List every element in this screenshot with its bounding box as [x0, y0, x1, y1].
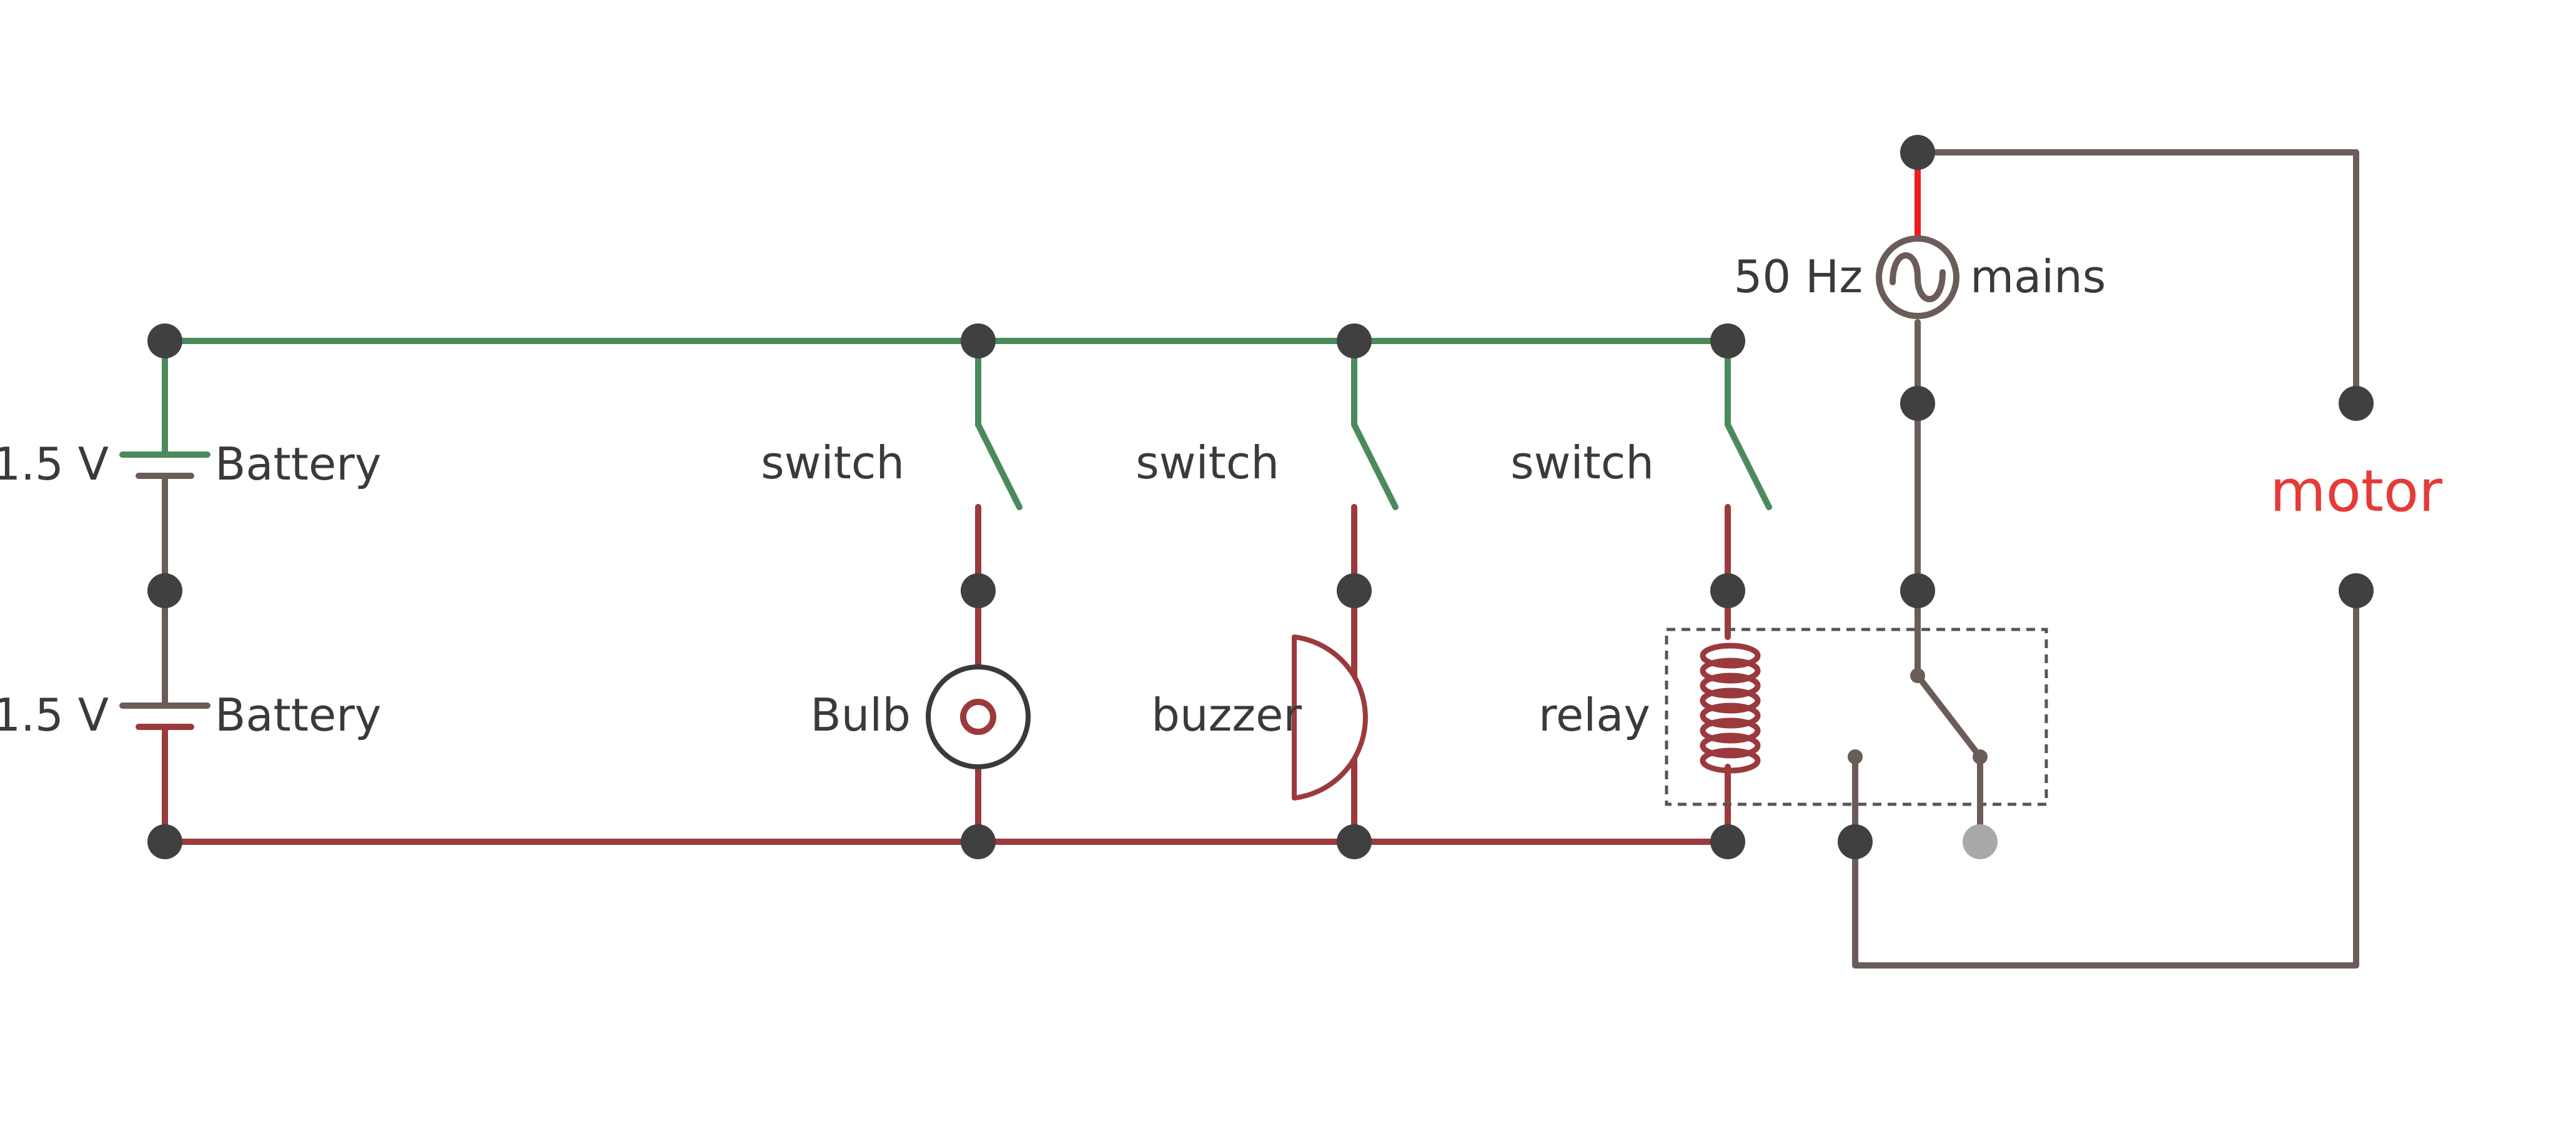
coil-loop	[1700, 643, 1761, 669]
relay-housing	[1665, 628, 2048, 806]
switch2-label: switch	[1136, 436, 1279, 489]
buzzer-icon	[1292, 634, 1368, 801]
switch1-label: switch	[761, 436, 904, 489]
inactive-terminal-node	[1963, 824, 1998, 859]
node	[961, 824, 996, 859]
coil-loop	[1700, 658, 1761, 684]
bulb-icon	[926, 664, 1031, 769]
battery1-label: Battery	[215, 438, 381, 490]
relay-contact	[1973, 749, 1988, 764]
coil-loop	[1700, 747, 1761, 774]
labels: 1.5 V Battery 1.5 V Battery switch switc…	[0, 250, 2442, 741]
switch1-blade	[975, 422, 1023, 510]
node	[1337, 323, 1372, 358]
mains-frequency-label: 50 Hz	[1734, 250, 1863, 303]
node	[2339, 573, 2374, 608]
relay-pivot	[1910, 668, 1925, 683]
bulb-filament	[960, 699, 996, 735]
node	[1337, 824, 1372, 859]
node	[1900, 386, 1935, 421]
node	[1900, 573, 1935, 608]
coil-loop	[1700, 673, 1761, 699]
relay-contact-arm	[1915, 673, 1983, 760]
node	[147, 824, 182, 859]
motor-label: motor	[2270, 458, 2442, 525]
node	[147, 323, 182, 358]
junction-nodes	[147, 135, 2374, 859]
relay-coil-icon	[1700, 643, 1761, 774]
node	[147, 573, 182, 608]
node	[961, 323, 996, 358]
switch2-blade	[1351, 422, 1399, 510]
node	[961, 573, 996, 608]
negative-rail	[136, 504, 1731, 845]
node	[1900, 135, 1935, 170]
battery2-voltage: 1.5 V	[0, 689, 109, 741]
battery2-label: Battery	[215, 689, 381, 741]
mains-top-wire	[1915, 149, 2359, 407]
switch3-blade	[1725, 422, 1772, 510]
switch3-label: switch	[1510, 436, 1654, 489]
battery1-voltage: 1.5 V	[0, 438, 109, 490]
node	[1838, 824, 1873, 859]
node	[1337, 573, 1372, 608]
buzzer-label: buzzer	[1151, 689, 1302, 741]
coil-loop	[1700, 717, 1761, 744]
ac-source-icon	[1876, 235, 1959, 319]
mains-bottom-wire	[1852, 588, 2359, 969]
coil-loop	[1700, 688, 1761, 714]
bulb-label: Bulb	[810, 689, 911, 741]
relay-contact	[1848, 749, 1863, 764]
sine-wave-glyph	[1890, 252, 1946, 302]
mains-label: mains	[1970, 250, 2106, 303]
node	[1710, 824, 1745, 859]
coil-loop	[1700, 732, 1761, 759]
node	[2339, 386, 2374, 421]
relay-contact-pivots	[1848, 668, 1988, 764]
coil-loop	[1700, 703, 1761, 729]
relay-label: relay	[1538, 689, 1650, 741]
node	[1710, 573, 1745, 608]
node	[1710, 323, 1745, 358]
